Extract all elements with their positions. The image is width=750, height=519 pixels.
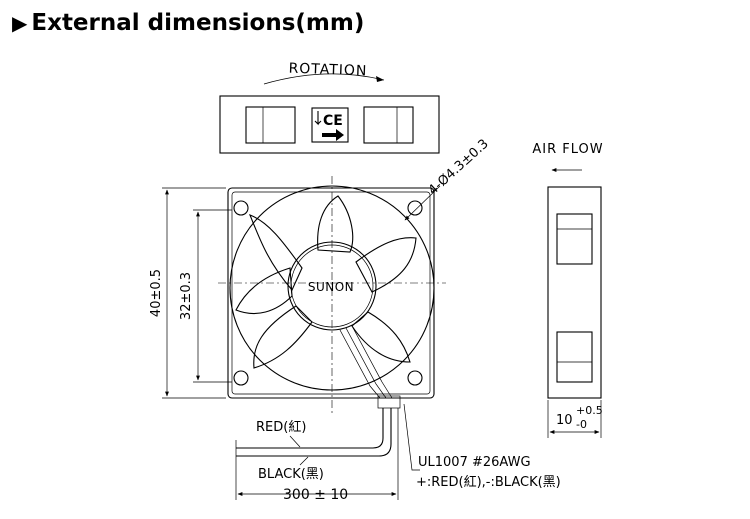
arrow-down-icon — [314, 111, 322, 126]
fan-hub — [287, 241, 377, 331]
top-view-window-right — [363, 106, 414, 144]
depth-plus-label: +0.5 — [576, 404, 603, 417]
air-flow-label: AIR FLOW — [532, 142, 603, 157]
ce-mark-box — [311, 107, 349, 143]
hole-leader — [404, 185, 441, 221]
mount-hole-bottom-left — [233, 370, 249, 386]
cable-length-label: 300 ± 10 — [283, 487, 348, 503]
outer-dimension-label: 40±0.5 — [149, 269, 164, 317]
hole-spec-label: 4-Ø4.3±0.3 — [426, 137, 492, 199]
page-heading: ▶ External dimensions(mm) — [12, 6, 364, 40]
depth-minus-label: -0 — [576, 418, 587, 431]
heading-marker: ▶ — [12, 11, 28, 35]
black-wire-label: BLACK(黑) — [258, 467, 324, 482]
mount-hole-bottom-right — [407, 370, 423, 386]
arrow-right-icon — [322, 129, 344, 141]
fan-opening — [229, 185, 435, 391]
brand-label: SUNON — [308, 280, 354, 294]
top-view: ROTATION CE — [219, 61, 440, 154]
rotation-arc — [263, 73, 385, 85]
ce-mark-icon: CE — [323, 113, 343, 129]
wire-spec-label: UL1007 #26AWG — [418, 455, 531, 470]
top-view-frame — [219, 95, 440, 154]
fan-blades — [235, 195, 417, 369]
mount-hole-top-left — [233, 200, 249, 216]
side-view-window-top — [556, 213, 593, 265]
inner-dimension-label: 32±0.3 — [179, 272, 194, 320]
front-view: SUNON 4-Ø4.3±0.3 40±0.5 32±0.3 RED(紅) BL… — [149, 137, 561, 503]
wire-spec-leader — [403, 403, 420, 471]
depth-base-label: 10 — [556, 413, 573, 428]
polarity-label: +:RED(紅),-:BLACK(黑) — [416, 475, 561, 490]
mount-hole-top-right — [407, 200, 423, 216]
rotation-arrowhead — [376, 76, 384, 82]
heading-text: External dimensions(mm) — [31, 10, 365, 36]
black-wire — [236, 408, 392, 457]
side-view-window-bottom — [556, 331, 593, 383]
side-view-frame — [547, 186, 602, 399]
red-wire — [236, 408, 384, 449]
top-view-window-left — [245, 106, 296, 144]
rotation-label: ROTATION — [288, 61, 367, 80]
red-wire-label: RED(紅) — [256, 420, 306, 435]
side-view: AIR FLOW 10 +0.5 -0 — [532, 142, 603, 438]
